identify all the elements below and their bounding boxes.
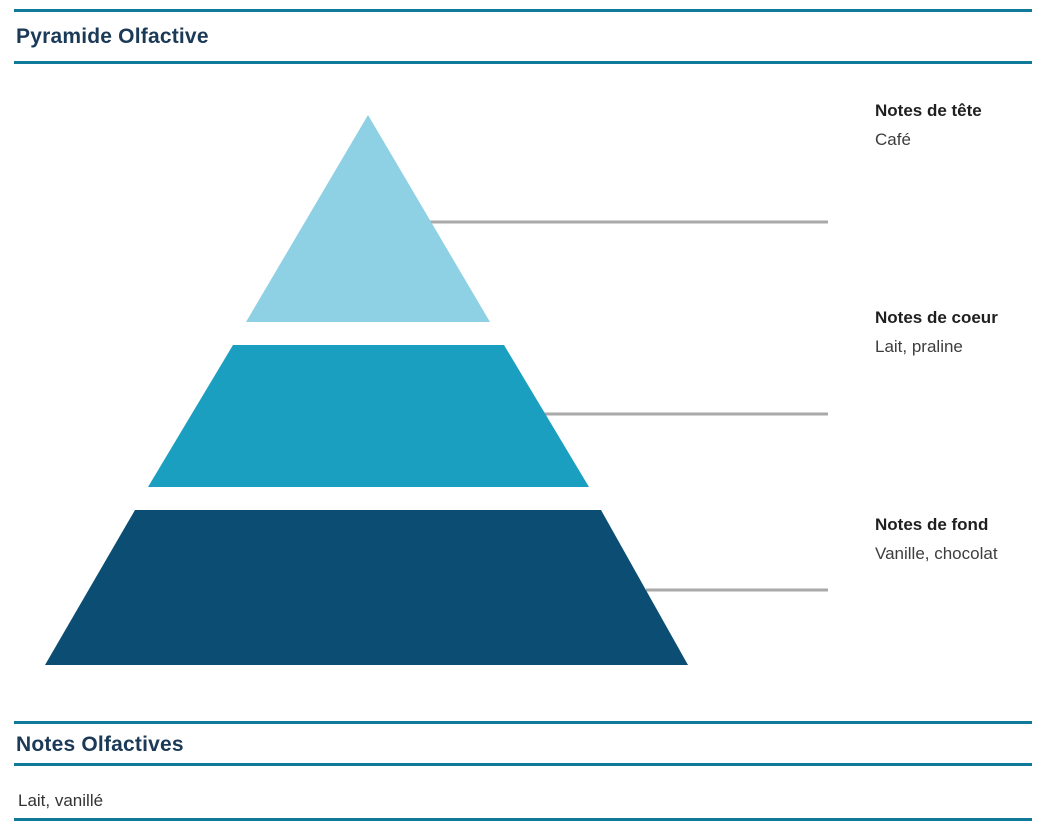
title-divider [14, 61, 1032, 64]
tier-top-name: Notes de tête [875, 101, 982, 120]
tier-base-name: Notes de fond [875, 515, 989, 534]
notes-section-title-divider [14, 763, 1032, 766]
notes-content: Lait, vanillé [18, 791, 104, 810]
tier-heart-notes: Lait, praline [875, 337, 963, 356]
tier-label-heart: Notes de coeur Lait, praline [875, 308, 1045, 357]
tier-label-base: Notes de fond Vanille, chocolat [875, 515, 1045, 564]
tier-top-notes: Café [875, 130, 911, 149]
notes-section-top-divider [14, 721, 1032, 724]
top-divider [14, 9, 1032, 12]
pyramid-tier-heart [148, 345, 589, 487]
pyramid-tier-base [45, 510, 688, 665]
pyramid-tier-top [246, 115, 490, 322]
tier-heart-name: Notes de coeur [875, 308, 998, 327]
notes-section-title: Notes Olfactives [16, 733, 184, 756]
tier-label-top: Notes de tête Café [875, 101, 1045, 150]
pyramid-canvas [45, 115, 828, 665]
page-title: Pyramide Olfactive [16, 25, 209, 48]
tier-base-notes: Vanille, chocolat [875, 544, 998, 563]
bottom-divider [14, 818, 1032, 821]
